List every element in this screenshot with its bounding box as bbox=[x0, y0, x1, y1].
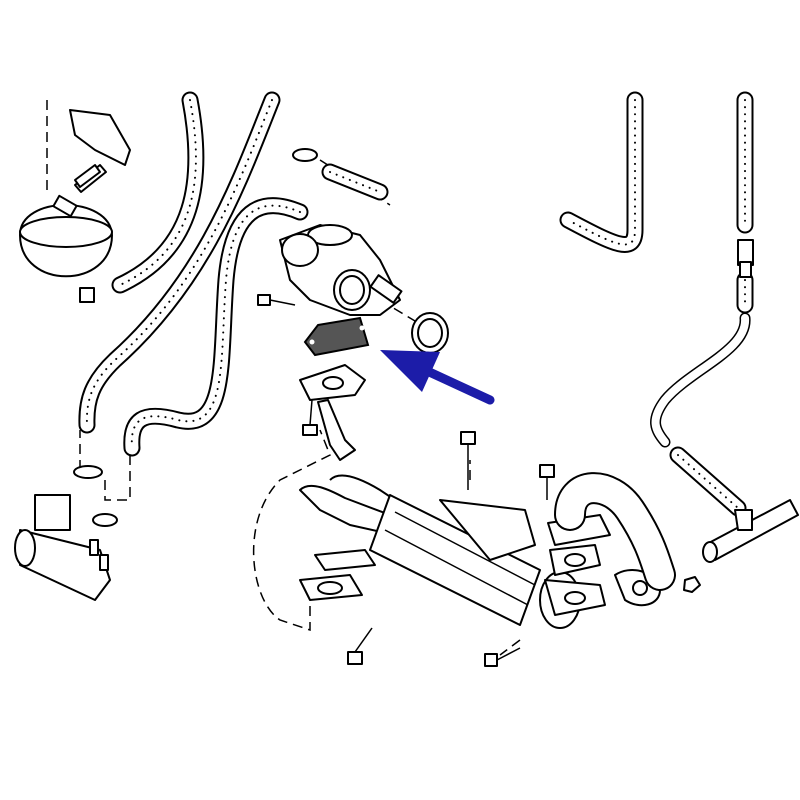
hose-short-top bbox=[321, 163, 389, 201]
egr-valve bbox=[279, 224, 403, 316]
hose-clips bbox=[73, 148, 754, 527]
bolt-icon bbox=[484, 647, 521, 667]
bolt-icon bbox=[302, 399, 318, 436]
bolt-icon bbox=[257, 294, 296, 306]
bent-pipe bbox=[554, 472, 676, 591]
tube-thin-right bbox=[650, 312, 751, 448]
flange-pipe bbox=[299, 364, 366, 461]
bolt-icon bbox=[74, 164, 101, 188]
hoses bbox=[78, 91, 754, 517]
bolt-icon bbox=[539, 464, 555, 500]
hose-long-left bbox=[78, 91, 281, 434]
arrow-icon bbox=[380, 350, 495, 405]
bolt-icon bbox=[347, 627, 373, 665]
o-ring bbox=[411, 312, 449, 354]
gasket-icon bbox=[303, 316, 370, 357]
vacuum-reservoir bbox=[19, 109, 131, 303]
hose-middle bbox=[123, 197, 309, 457]
solenoid-valve bbox=[14, 494, 111, 601]
t-connector bbox=[702, 499, 799, 563]
hose-right-bend bbox=[559, 91, 644, 253]
hose-lower-right bbox=[669, 446, 747, 517]
hose-left-top bbox=[111, 91, 205, 294]
bolts bbox=[74, 164, 701, 667]
nut-icon bbox=[683, 576, 701, 593]
bolt-icon bbox=[460, 431, 476, 490]
egr-cooler bbox=[299, 474, 606, 629]
